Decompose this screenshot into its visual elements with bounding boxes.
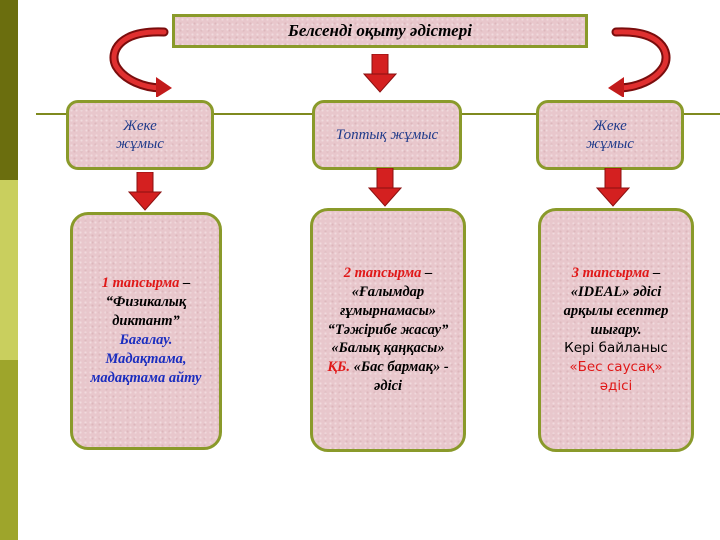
mid-box-label: Жеке жұмыс bbox=[586, 118, 634, 152]
task-2-name: «Ғалымдар ғұмырнамасы» “Тәжірибе жасау” … bbox=[327, 283, 449, 357]
mid-box-label: Топтық жұмыс bbox=[335, 127, 439, 143]
task-1-box: 1 тапсырма – “Физикалық диктант” Бағалау… bbox=[70, 212, 222, 450]
mid-box-group: Топтық жұмыс bbox=[312, 100, 462, 170]
sidebar-segment-dark bbox=[0, 0, 18, 180]
sidebar-segment-light bbox=[0, 180, 18, 360]
task-2-content: 2 тапсырма – «Ғалымдар ғұмырнамасы» “Тәж… bbox=[322, 264, 454, 396]
task-1-assessment: Бағалау. Мадақтама, мадақтама айту bbox=[90, 332, 202, 386]
task-3-box: 3 тапсырма – «IDEAL» әдісі арқылы есепте… bbox=[538, 208, 694, 452]
task-3-name: «IDEAL» әдісі арқылы есептер шығару. bbox=[563, 283, 669, 338]
task-3-method-suffix: әдісі bbox=[599, 378, 633, 395]
task-3-dash: – bbox=[649, 265, 661, 282]
task-2-number: 2 тапсырма bbox=[343, 265, 422, 282]
down-arrow-1 bbox=[128, 172, 162, 211]
task-3-method: «Бес саусақ» bbox=[569, 359, 663, 376]
task-1-name: “Физикалық диктант” bbox=[105, 294, 187, 330]
down-arrow-3 bbox=[596, 168, 630, 207]
task-2-box: 2 тапсырма – «Ғалымдар ғұмырнамасы» “Тәж… bbox=[310, 208, 466, 452]
task-3-content: 3 тапсырма – «IDEAL» әдісі арқылы есепте… bbox=[549, 264, 683, 396]
mid-box-individual-1: Жеке жұмыс bbox=[66, 100, 214, 170]
down-arrow-2 bbox=[368, 168, 402, 207]
sidebar-segment-mid bbox=[0, 360, 18, 540]
task-1-content: 1 тапсырма – “Физикалық диктант” Бағалау… bbox=[81, 274, 211, 387]
mid-box-individual-2: Жеке жұмыс bbox=[536, 100, 684, 170]
curved-arrow-right bbox=[608, 27, 671, 97]
title-box: Белсенді оқыту әдістері bbox=[172, 14, 588, 48]
task-2-method: «Бас бармақ» - әдісі bbox=[353, 359, 449, 395]
task-1-number: 1 тапсырма bbox=[101, 275, 180, 292]
curved-arrow-left bbox=[109, 27, 172, 97]
task-3-number: 3 тапсырма bbox=[571, 265, 650, 282]
task-2-kb: ҚБ. bbox=[327, 359, 350, 376]
left-sidebar-strip bbox=[0, 0, 18, 540]
mid-box-label: Жеке жұмыс bbox=[116, 118, 164, 152]
task-1-dash: – bbox=[179, 275, 191, 292]
diagram-title: Белсенді оқыту әдістері bbox=[288, 21, 472, 40]
down-arrow-title bbox=[362, 54, 398, 93]
task-3-feedback: Кері байланыс bbox=[564, 340, 668, 357]
task-2-dash: – bbox=[421, 265, 433, 282]
